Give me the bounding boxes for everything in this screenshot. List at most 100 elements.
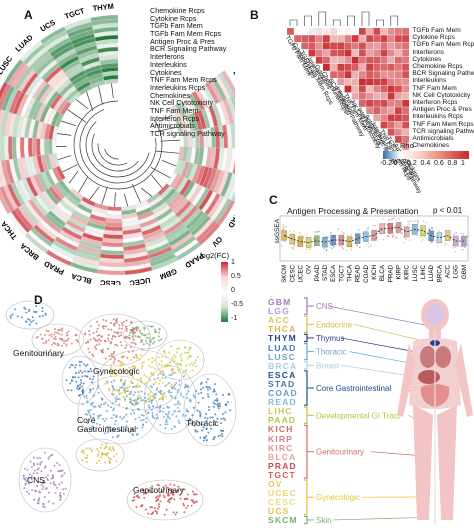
umap-point bbox=[196, 430, 199, 433]
umap-point bbox=[36, 472, 39, 475]
umap-point bbox=[128, 393, 131, 396]
cancer-code-prad: PRAD bbox=[268, 460, 297, 471]
umap-point bbox=[188, 348, 191, 351]
umap-point bbox=[125, 328, 128, 331]
umap-point bbox=[139, 396, 142, 399]
umap-point bbox=[220, 417, 223, 420]
umap-point bbox=[98, 343, 101, 346]
umap-point bbox=[107, 404, 110, 407]
umap-point bbox=[153, 340, 156, 343]
heatmap-cell bbox=[15, 136, 22, 159]
sample-point bbox=[396, 236, 398, 239]
umap-point bbox=[151, 357, 154, 360]
corr-cell bbox=[380, 114, 388, 122]
group-label: Skin bbox=[316, 516, 332, 525]
corr-cell bbox=[344, 35, 352, 42]
corr-cell bbox=[395, 42, 402, 50]
umap-point bbox=[205, 381, 208, 384]
corr-cell bbox=[351, 92, 359, 100]
umap-point bbox=[41, 488, 44, 491]
umap-point bbox=[153, 416, 156, 419]
group-label: Developmental GI Tract bbox=[316, 411, 401, 420]
corr-cell bbox=[402, 107, 409, 114]
umap-point bbox=[132, 333, 135, 336]
umap-point bbox=[131, 350, 134, 353]
umap-point bbox=[194, 365, 197, 368]
dendrogram-branch bbox=[304, 15, 312, 26]
dendrogram-branch bbox=[123, 194, 129, 207]
umap-point bbox=[169, 385, 172, 388]
umap-point bbox=[132, 356, 135, 359]
umap-point bbox=[174, 383, 177, 386]
umap-point bbox=[112, 389, 115, 392]
umap-point bbox=[84, 374, 87, 377]
heatmap-cell bbox=[39, 138, 45, 156]
legend-a-tick: -0.5 bbox=[231, 301, 244, 308]
umap-point bbox=[110, 341, 113, 344]
cancer-code-thca: THCA bbox=[268, 324, 297, 335]
umap-point bbox=[221, 432, 224, 435]
corr-cell bbox=[402, 100, 409, 107]
umap-point bbox=[198, 421, 201, 424]
corr-cell bbox=[351, 71, 359, 78]
group-bracket bbox=[304, 342, 308, 361]
dendrogram-branch bbox=[155, 126, 178, 132]
corr-cell bbox=[373, 85, 381, 93]
umap-point bbox=[161, 410, 164, 413]
sample-point bbox=[416, 219, 419, 222]
umap-point bbox=[98, 459, 101, 462]
umap-point bbox=[156, 373, 159, 376]
corr-cell bbox=[387, 121, 395, 129]
corr-cell bbox=[402, 49, 409, 57]
umap-point bbox=[159, 390, 162, 393]
umap-point bbox=[152, 383, 155, 386]
umap-point bbox=[134, 335, 137, 338]
umap-point bbox=[149, 395, 152, 398]
umap-point bbox=[158, 398, 161, 401]
umap-point bbox=[216, 397, 219, 400]
corr-cell bbox=[395, 136, 402, 143]
umap-point bbox=[205, 435, 208, 438]
corr-cell bbox=[323, 64, 330, 71]
boxplot-xlabel: UCEC bbox=[297, 264, 304, 282]
umap-point bbox=[140, 378, 143, 381]
umap-point bbox=[169, 394, 172, 397]
boxplot-xlabel: GBM bbox=[461, 265, 468, 279]
umap-point bbox=[113, 324, 116, 327]
umap-point bbox=[120, 327, 123, 330]
umap-point bbox=[110, 392, 113, 395]
legend-b-tick: 0.2 bbox=[407, 160, 417, 167]
umap-point bbox=[59, 498, 62, 501]
umap-point bbox=[162, 370, 165, 373]
corr-cell bbox=[373, 92, 381, 100]
umap-point bbox=[141, 399, 144, 402]
umap-point bbox=[212, 438, 215, 441]
umap-point bbox=[96, 448, 99, 451]
umap-point bbox=[221, 435, 224, 438]
umap-point bbox=[85, 397, 88, 400]
umap-point bbox=[33, 498, 36, 501]
umap-point bbox=[114, 400, 117, 403]
umap-point bbox=[67, 389, 70, 392]
corr-cell bbox=[323, 42, 330, 50]
cancer-code-brca: BRCA bbox=[268, 360, 298, 371]
umap-point bbox=[163, 392, 166, 395]
umap-point bbox=[129, 390, 132, 393]
umap-point bbox=[180, 394, 183, 397]
umap-point bbox=[151, 325, 154, 328]
umap-point bbox=[151, 506, 154, 509]
umap-point bbox=[174, 513, 177, 516]
umap-point bbox=[159, 379, 162, 382]
umap-point bbox=[207, 395, 210, 398]
umap-point bbox=[159, 500, 162, 503]
umap-point bbox=[219, 434, 222, 437]
corr-cell bbox=[380, 42, 388, 50]
sample-point bbox=[350, 246, 353, 249]
corr-cell bbox=[359, 28, 366, 35]
sample-point bbox=[337, 228, 340, 230]
umap-point bbox=[89, 325, 92, 328]
umap-point bbox=[47, 479, 50, 482]
umap-point bbox=[185, 506, 188, 509]
corr-cell bbox=[337, 78, 345, 86]
umap-point bbox=[44, 312, 47, 315]
